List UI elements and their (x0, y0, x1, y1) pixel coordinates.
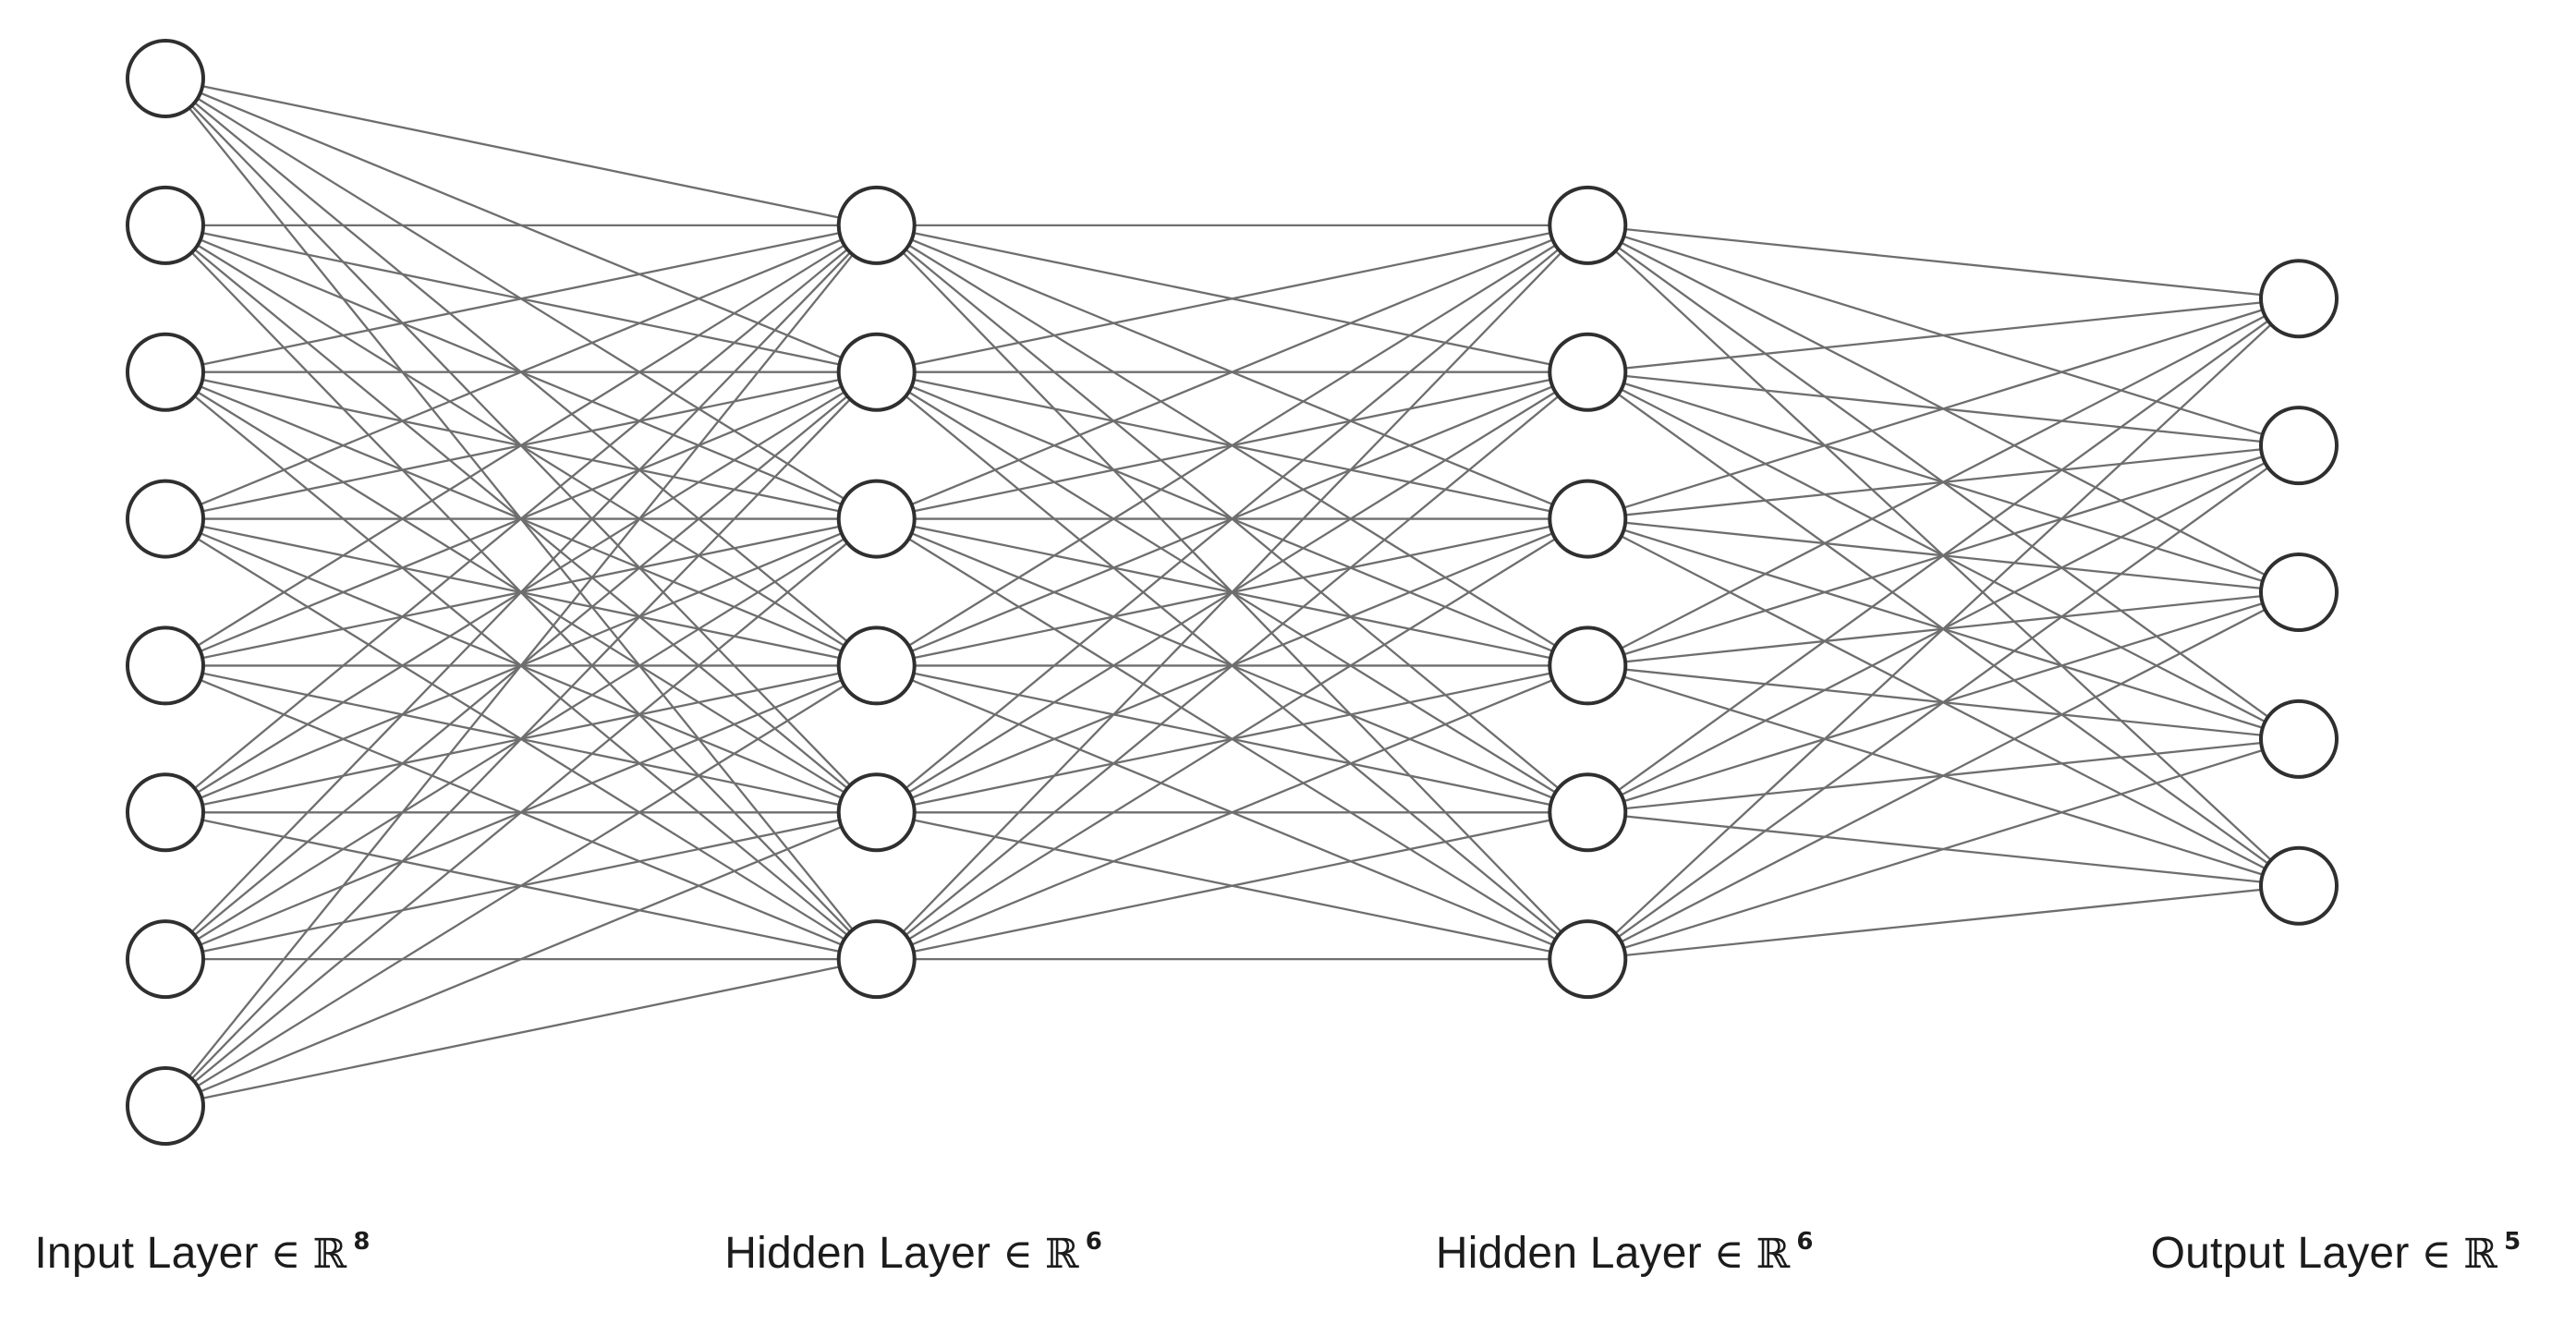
neuron-input-4 (126, 479, 205, 559)
edge-input-to-hidden-1 (164, 224, 877, 373)
edge-input-to-hidden-1 (164, 664, 878, 1107)
neuron-hidden-2-5 (1548, 772, 1628, 853)
edge-input-to-hidden-1 (164, 224, 878, 814)
edge-hidden-1-to-hidden-2 (876, 811, 1588, 961)
neuron-hidden-1-3 (836, 479, 917, 559)
layer-dimension: 6 (1085, 1228, 1103, 1256)
neuron-hidden-2-2 (1548, 332, 1628, 412)
reals-symbol: ℝ (1756, 1231, 1791, 1278)
layer-name: Input Layer (34, 1229, 259, 1278)
edge-hidden-2-to-output (1587, 884, 2300, 961)
edge-input-to-hidden-1 (164, 370, 878, 1107)
edge-hidden-2-to-output (1586, 298, 2300, 960)
reals-symbol: ℝ (2463, 1231, 2498, 1278)
edge-hidden-1-to-hidden-2 (876, 664, 1588, 961)
layer-name: Output Layer (2150, 1229, 2410, 1278)
neuron-input-1 (126, 38, 205, 118)
reals-symbol: ℝ (1045, 1231, 1079, 1278)
neuron-hidden-1-6 (836, 919, 917, 1000)
neuron-output-1 (2259, 259, 2339, 339)
neuron-input-3 (126, 332, 205, 412)
edge-hidden-1-to-hidden-2 (875, 370, 1589, 961)
neuron-output-2 (2259, 406, 2339, 486)
neuron-input-7 (126, 919, 205, 1000)
layer-dimension: 5 (2504, 1228, 2521, 1256)
edge-input-to-hidden-1 (164, 225, 878, 960)
edge-hidden-1-to-hidden-2 (876, 224, 1588, 667)
edge-input-to-hidden-1 (164, 224, 878, 520)
edge-lines (164, 77, 2300, 1108)
layer-dimension: 6 (1796, 1228, 1814, 1256)
edge-hidden-1-to-hidden-2 (875, 225, 1589, 960)
neuron-input-5 (126, 625, 205, 706)
edge-hidden-2-to-output (1586, 590, 2300, 961)
neuron-hidden-1-1 (836, 185, 917, 265)
neuron-nodes (126, 38, 2339, 1147)
edge-hidden-2-to-output (1586, 444, 2300, 961)
edge-hidden-2-to-output (1586, 737, 2300, 961)
edge-hidden-1-to-hidden-2 (876, 224, 1588, 373)
element-of-symbol: ∈ (1002, 1231, 1033, 1278)
neuron-output-5 (2259, 845, 2339, 926)
edge-hidden-1-to-hidden-2 (876, 517, 1588, 961)
neuron-hidden-2-6 (1548, 919, 1628, 1000)
edge-hidden-2-to-output (1587, 224, 2300, 300)
reals-symbol: ℝ (312, 1231, 347, 1278)
neuron-hidden-1-5 (836, 772, 917, 853)
neuron-hidden-1-2 (836, 332, 917, 412)
neuron-hidden-1-4 (836, 625, 917, 706)
layer-name: Hidden Layer (724, 1229, 991, 1278)
neuron-input-6 (126, 772, 205, 853)
layer-dimension: 8 (353, 1228, 371, 1256)
neuron-input-2 (126, 185, 205, 265)
neuron-output-4 (2259, 698, 2339, 779)
edge-hidden-1-to-hidden-2 (875, 224, 1589, 814)
edge-hidden-1-to-hidden-2 (876, 224, 1588, 520)
edge-input-to-hidden-1 (164, 77, 877, 226)
edge-input-to-hidden-1 (164, 958, 877, 1108)
edge-input-to-hidden-1 (164, 224, 878, 667)
neuron-hidden-2-3 (1548, 479, 1628, 559)
edge-input-to-hidden-1 (164, 225, 878, 1107)
element-of-symbol: ∈ (270, 1231, 301, 1278)
neuron-input-8 (126, 1066, 205, 1147)
element-of-symbol: ∈ (2421, 1231, 2452, 1278)
edge-hidden-2-to-output (1586, 298, 2300, 667)
edge-hidden-2-to-output (1586, 298, 2300, 814)
neuron-hidden-2-1 (1548, 185, 1628, 265)
neuron-output-3 (2259, 553, 2339, 632)
layer-name: Hidden Layer (1435, 1229, 1702, 1278)
element-of-symbol: ∈ (1713, 1231, 1744, 1278)
edge-hidden-2-to-output (1586, 298, 2300, 520)
edge-input-to-hidden-1 (164, 517, 878, 1107)
edge-hidden-2-to-output (1587, 298, 2300, 373)
edge-input-to-hidden-1 (164, 811, 878, 1108)
neuron-hidden-2-4 (1548, 625, 1628, 706)
